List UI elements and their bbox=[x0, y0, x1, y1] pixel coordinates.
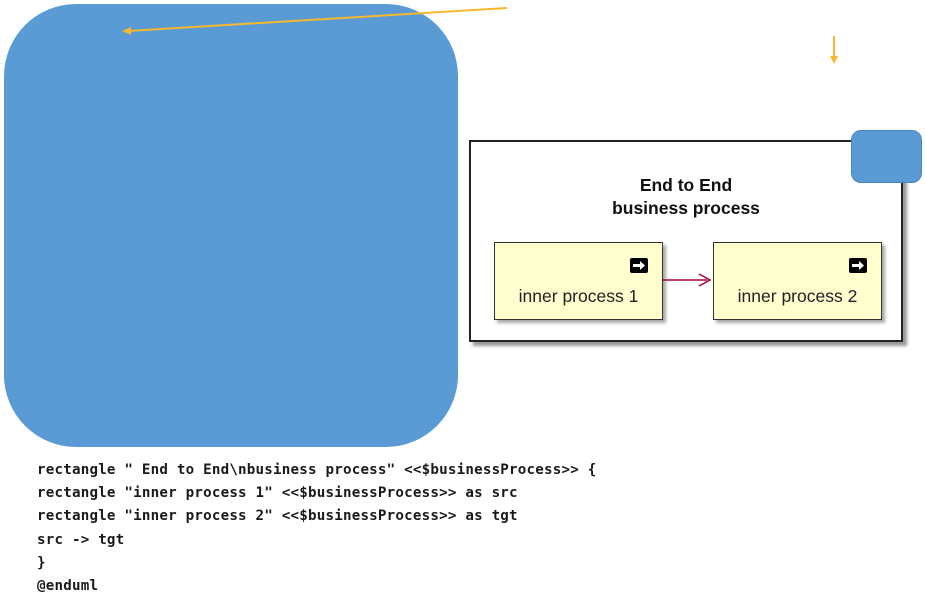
diagram-title: End to End business process bbox=[612, 175, 760, 218]
code-line: @enduml bbox=[37, 578, 99, 595]
code-line: } bbox=[37, 554, 46, 571]
arrow-right-icon bbox=[849, 258, 867, 273]
code-line: rectangle " End to End\nbusiness process… bbox=[37, 462, 597, 478]
code-line: rectangle "inner process 2" <<$businessP… bbox=[37, 508, 518, 525]
process-label: inner process 2 bbox=[737, 286, 858, 306]
process-label: inner process 1 bbox=[518, 286, 639, 306]
business-process-diagram: End to End business process inner proces… bbox=[469, 140, 903, 342]
orange-arrow-down-head bbox=[830, 56, 838, 64]
arrow-right-icon bbox=[630, 258, 648, 273]
code-line: src -> tgt bbox=[37, 531, 125, 548]
blue-rounded-shape-large bbox=[4, 4, 458, 447]
blue-rounded-shape-small bbox=[851, 130, 922, 183]
process-box-inner-process-1: inner process 1 bbox=[494, 242, 663, 320]
plantuml-code-listing: rectangle " End to End\nbusiness process… bbox=[37, 459, 596, 598]
flow-arrow bbox=[663, 273, 712, 287]
process-box-inner-process-2: inner process 2 bbox=[713, 242, 882, 320]
code-line: rectangle "inner process 1" <<$businessP… bbox=[37, 485, 518, 502]
